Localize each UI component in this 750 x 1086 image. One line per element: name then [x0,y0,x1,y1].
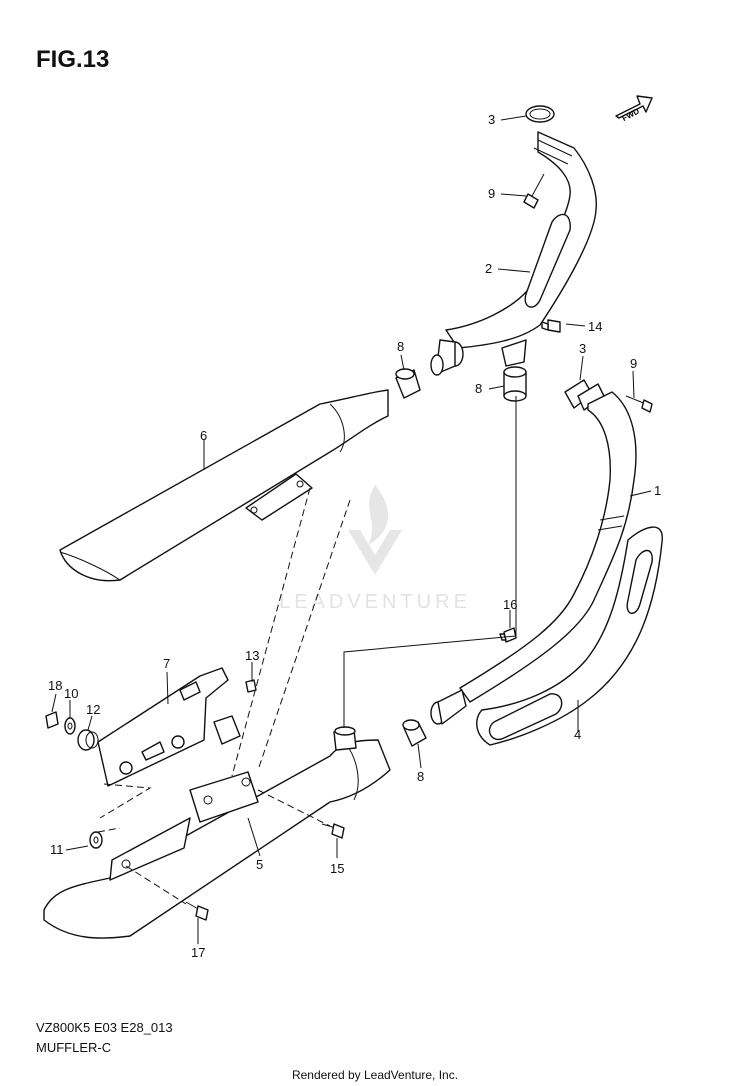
watermark-text: LEADVENTURE [279,591,471,613]
figure-title: FIG.13 [36,46,110,73]
callout-10: 10 [64,686,78,701]
part-muffler-bracket [97,667,241,787]
callout-18: 18 [48,678,62,693]
part-washer-10 [64,717,76,735]
part-bolt-17 [185,901,209,921]
part-bushing-12 [77,729,99,751]
callout-12: 12 [86,702,100,717]
callout-4: 4 [574,727,581,742]
callout-6: 6 [200,428,207,443]
callout-labels: 3 9 2 14 8 8 3 9 6 1 16 7 13 18 10 12 4 … [48,112,661,960]
part-lower-muffler [43,726,391,939]
part-washer-11 [89,831,103,849]
part-gasket-top [525,105,555,123]
part-sleeve-c [402,719,427,747]
callout-3: 3 [579,341,586,356]
part-bolt-16 [499,627,517,643]
callout-15: 15 [330,861,344,876]
callout-7: 7 [163,656,170,671]
part-sleeve-a [395,368,421,399]
callout-1: 1 [654,483,661,498]
callout-17: 17 [191,945,205,960]
part-sleeve-b [503,366,527,402]
model-code: VZ800K5 E03 E28_013 [36,1020,173,1035]
callout-16: 16 [503,597,517,612]
callout-8: 8 [475,381,482,396]
section-name: MUFFLER-C [36,1040,112,1055]
part-nut-18 [45,711,59,729]
part-front-exhaust-pipe [430,131,597,376]
callout-14: 14 [588,319,602,334]
callout-9: 9 [488,186,495,201]
callout-2: 2 [485,261,492,276]
part-bolt-13 [245,679,257,693]
assembly-lines [97,396,517,905]
rendered-by-credit: Rendered by LeadVenture, Inc. [291,1068,459,1082]
part-heat-cover [476,526,663,746]
callout-3: 3 [488,112,495,127]
part-bolt-14 [541,319,561,333]
part-bolt-15 [321,823,345,839]
callout-5: 5 [256,857,263,872]
callout-leaders [51,115,652,944]
callout-8: 8 [417,769,424,784]
fwd-arrow-icon: FWD [615,95,653,123]
part-bolt-right [625,395,653,413]
part-gasket-right [564,379,605,411]
callout-9: 9 [630,356,637,371]
callout-8: 8 [397,339,404,354]
part-rear-exhaust-pipe [430,391,637,725]
callout-11: 11 [50,842,64,857]
watermark: LEADVENTURE [279,485,471,613]
part-bolt-top [523,173,545,209]
callout-13: 13 [245,648,259,663]
part-upper-muffler [59,389,389,582]
